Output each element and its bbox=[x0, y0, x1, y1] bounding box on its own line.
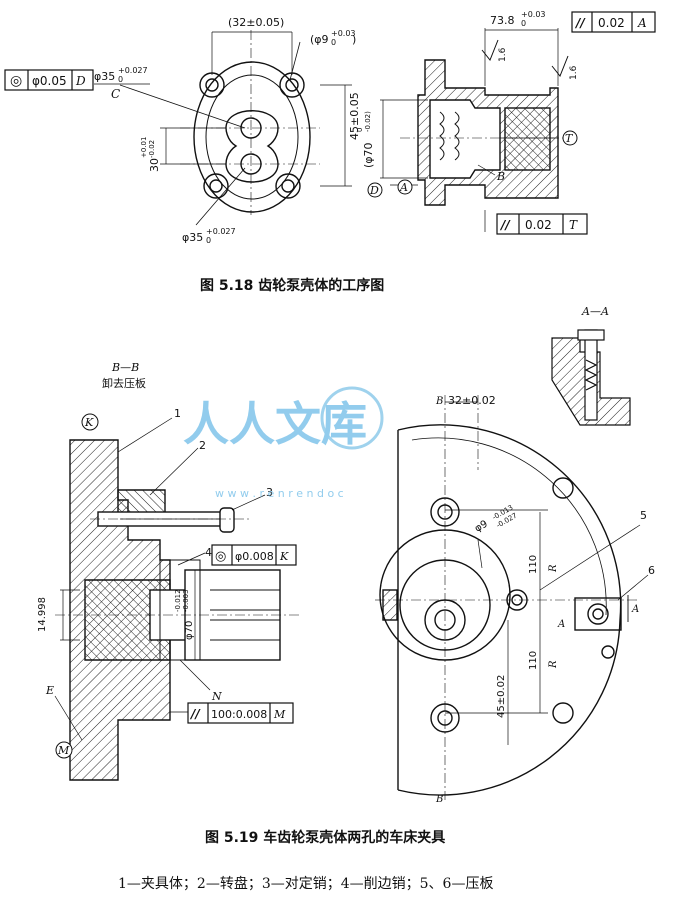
watermark-text: 人人文库 bbox=[183, 397, 367, 451]
fig519-left-section bbox=[54, 417, 300, 781]
fig518-dim-70: (φ70 bbox=[362, 142, 375, 168]
fig519-datum-k: K bbox=[81, 413, 99, 431]
callout-2: 2 bbox=[199, 439, 206, 452]
svg-text:A: A bbox=[399, 181, 408, 194]
svg-text:T: T bbox=[569, 218, 578, 232]
callout-4: 4 bbox=[205, 546, 212, 559]
fig518-hole-dim: (φ9 bbox=[310, 33, 329, 46]
label-r-top: R bbox=[548, 564, 559, 573]
svg-text:0.02: 0.02 bbox=[598, 16, 625, 30]
concentric-ref: D bbox=[75, 74, 86, 88]
label-b-top: B bbox=[435, 396, 443, 407]
fig518-bore-top-dim: φ35 bbox=[94, 70, 115, 83]
svg-text:K: K bbox=[279, 550, 289, 563]
fig518-front-view bbox=[119, 30, 352, 226]
svg-text:T: T bbox=[565, 132, 574, 145]
dim-110-top: 110 bbox=[528, 555, 539, 574]
svg-text:-0.003: -0.003 bbox=[182, 589, 190, 612]
label-e: E bbox=[45, 684, 54, 697]
svg-text:0: 0 bbox=[521, 19, 526, 28]
label-n: N bbox=[211, 690, 222, 703]
svg-text:-0.012: -0.012 bbox=[174, 589, 182, 612]
dim-45: 45±0.02 bbox=[496, 675, 507, 718]
fig518-concentricity-frame: ◎ φ0.05 D bbox=[4, 69, 94, 91]
dim-phi70: φ70 bbox=[184, 621, 195, 640]
fig518-datum-c: C bbox=[111, 87, 120, 101]
svg-text:K: K bbox=[84, 416, 94, 429]
roughness-2: 1.6 bbox=[569, 65, 579, 80]
fig518-datum-d: D bbox=[367, 182, 383, 198]
svg-text:-0.02): -0.02) bbox=[364, 111, 372, 132]
section-aa-title: A—A bbox=[581, 305, 609, 318]
label-r-bottom: R bbox=[548, 660, 559, 669]
watermark-url: w w w . r e n r e n d o c bbox=[215, 487, 344, 500]
svg-text:0: 0 bbox=[118, 75, 123, 84]
svg-text:): ) bbox=[352, 33, 356, 46]
callout-1: 1 bbox=[174, 407, 181, 420]
svg-text:M: M bbox=[273, 708, 286, 721]
fig518-spacing-dim: (32±0.05) bbox=[228, 16, 284, 29]
fig519-section-aa bbox=[551, 329, 631, 426]
label-a-right: A bbox=[631, 604, 639, 615]
svg-text:+0.03: +0.03 bbox=[521, 10, 546, 19]
fig518-datum-b: B bbox=[496, 170, 505, 183]
fig518-datum-t: T bbox=[562, 130, 578, 146]
svg-text:+0.027: +0.027 bbox=[118, 66, 148, 75]
dim-32: 32±0.02 bbox=[448, 394, 496, 407]
svg-text:-0.02: -0.02 bbox=[148, 140, 156, 158]
fig518-dim-738: 73.8 bbox=[490, 14, 515, 27]
fig518-caption: 图 5.18 齿轮泵壳体的工序图 bbox=[200, 277, 384, 294]
concentric-value: φ0.05 bbox=[32, 74, 67, 88]
fig518-section-view bbox=[380, 28, 580, 232]
svg-text:100:0.008: 100:0.008 bbox=[211, 708, 267, 721]
watermark: 人人文库 w w w . r e n r e n d o c bbox=[183, 386, 384, 500]
fig519-parallel-frame: // 100:0.008 M bbox=[187, 702, 294, 724]
fig519-caption: 图 5.19 车齿轮泵壳体两孔的车床夹具 bbox=[205, 829, 445, 846]
callout-3: 3 bbox=[266, 486, 273, 499]
svg-text://: // bbox=[189, 707, 201, 721]
concentric-symbol: ◎ bbox=[10, 73, 22, 89]
svg-text:0: 0 bbox=[356, 128, 364, 132]
svg-text:A: A bbox=[637, 16, 647, 30]
svg-text:D: D bbox=[369, 184, 379, 197]
svg-text:M: M bbox=[57, 744, 70, 757]
label-b-bottom: B bbox=[435, 794, 443, 805]
svg-text://: // bbox=[499, 218, 511, 232]
svg-text:φ0.008: φ0.008 bbox=[235, 550, 274, 563]
svg-text://: // bbox=[574, 16, 586, 30]
fig518-dim-45: 45±0.05 bbox=[348, 92, 361, 140]
fig519-concentricity-frame: ◎ φ0.008 K bbox=[211, 544, 297, 566]
svg-text:+0.027: +0.027 bbox=[206, 227, 236, 236]
svg-text:+0.01: +0.01 bbox=[140, 137, 148, 158]
dim-14998: 14.998 bbox=[37, 597, 48, 632]
fig519-front-view bbox=[375, 395, 649, 800]
svg-text:0: 0 bbox=[331, 38, 336, 47]
label-a-left: A bbox=[557, 619, 565, 630]
svg-text:0.02: 0.02 bbox=[525, 218, 552, 232]
svg-text:0: 0 bbox=[206, 236, 211, 245]
section-bb-title: B—B bbox=[111, 361, 139, 374]
dim-110-bottom: 110 bbox=[528, 651, 539, 670]
callout-6: 6 bbox=[648, 564, 655, 577]
fig518-dim-30: 30 bbox=[148, 158, 161, 172]
fig518-datum-a: A bbox=[397, 179, 413, 195]
dim-phi9: φ9 bbox=[473, 519, 490, 535]
fig518-parallel-frame-top: // 0.02 A bbox=[571, 11, 656, 33]
roughness-1: 1.6 bbox=[498, 47, 508, 62]
fig519-legend: 1—夹具体；2—转盘；3—对定销；4—削边销；5、6—压板 bbox=[118, 875, 493, 892]
svg-text:◎: ◎ bbox=[215, 549, 226, 564]
fig518-parallel-frame-bottom: // 0.02 T bbox=[496, 213, 588, 235]
section-bb-note: 卸去压板 bbox=[102, 376, 146, 390]
fig519-datum-m: M bbox=[55, 741, 73, 759]
fig518-bore-bottom-dim: φ35 bbox=[182, 231, 203, 244]
callout-5: 5 bbox=[640, 509, 647, 522]
svg-text:+0.03: +0.03 bbox=[331, 29, 356, 38]
